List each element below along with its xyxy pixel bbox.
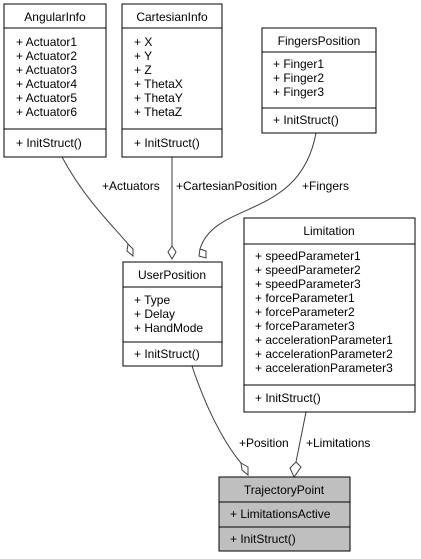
- aggregation-diamond-cartesian: [167, 245, 177, 261]
- attr-z: + Z: [134, 63, 152, 77]
- aggregation-diamond-limitations: [289, 461, 302, 479]
- attr-accelerationparameter3: + accelerationParameter3: [255, 361, 393, 375]
- class-name-fingersposition: FingersPosition: [278, 34, 361, 48]
- class-name-limitation: Limitation: [303, 224, 354, 238]
- attr-speedparameter2: + speedParameter2: [255, 263, 361, 277]
- class-trajectorypoint[interactable]: TrajectoryPoint + LimitationsActive + In…: [218, 476, 351, 552]
- class-fingersposition[interactable]: FingersPosition + Finger1 + Finger2 + Fi…: [261, 27, 377, 134]
- attr-actuator2: + Actuator2: [16, 49, 77, 63]
- attr-thetay: + ThetaY: [134, 91, 183, 105]
- attr-actuator5: + Actuator5: [16, 91, 77, 105]
- attr-thetaz: + ThetaZ: [134, 105, 182, 119]
- class-name-userposition: UserPosition: [138, 268, 206, 282]
- attr-forceparameter3: + forceParameter3: [255, 319, 355, 333]
- edge-label-fingers: +Fingers: [302, 179, 349, 193]
- attr-limitationsactive: + LimitationsActive: [230, 507, 331, 521]
- method-initstruct-angularinfo: + InitStruct(): [16, 136, 82, 150]
- attr-actuator3: + Actuator3: [16, 63, 77, 77]
- attr-y: + Y: [134, 49, 152, 63]
- attr-accelerationparameter1: + accelerationParameter1: [255, 333, 393, 347]
- class-name-trajectorypoint: TrajectoryPoint: [244, 483, 325, 497]
- attr-speedparameter1: + speedParameter1: [255, 249, 361, 263]
- aggregation-diamond-position: [240, 462, 249, 477]
- edge-label-position: +Position: [239, 436, 289, 450]
- attr-type: + Type: [134, 293, 170, 307]
- attr-speedparameter3: + speedParameter3: [255, 277, 361, 291]
- class-limitation[interactable]: Limitation + speedParameter1 + speedPara…: [243, 217, 416, 413]
- class-name-angularinfo: AngularInfo: [24, 10, 86, 24]
- method-initstruct-userposition: + InitStruct(): [134, 347, 200, 361]
- attr-actuator6: + Actuator6: [16, 105, 77, 119]
- edge-label-actuators: +Actuators: [102, 179, 160, 193]
- aggregation-diamond-fingers: [198, 248, 207, 259]
- aggregation-diamond-actuators: [126, 242, 134, 258]
- class-name-cartesianinfo: CartesianInfo: [136, 10, 208, 24]
- class-angularinfo[interactable]: AngularInfo + Actuator1 + Actuator2 + Ac…: [3, 3, 107, 158]
- attr-finger2: + Finger2: [273, 71, 324, 85]
- attr-x: + X: [134, 35, 152, 49]
- attr-actuator4: + Actuator4: [16, 77, 77, 91]
- attr-forceparameter1: + forceParameter1: [255, 291, 355, 305]
- attr-delay: + Delay: [134, 307, 175, 321]
- attr-handmode: + HandMode: [134, 321, 203, 335]
- method-initstruct-trajectorypoint: + InitStruct(): [230, 532, 296, 546]
- attr-forceparameter2: + forceParameter2: [255, 305, 355, 319]
- edge-fingers: [199, 132, 317, 250]
- class-cartesianinfo[interactable]: CartesianInfo + X + Y + Z + ThetaX + The…: [121, 3, 223, 158]
- edge-label-cartesian: +CartesianPosition: [176, 179, 277, 193]
- edge-position: [191, 365, 242, 464]
- attr-finger1: + Finger1: [273, 57, 324, 71]
- method-initstruct-cartesianinfo: + InitStruct(): [134, 136, 200, 150]
- edge-label-limitations: +Limitations: [306, 436, 370, 450]
- edge-actuators: [61, 156, 129, 245]
- edge-limitations: [295, 411, 307, 463]
- attr-actuator1: + Actuator1: [16, 35, 77, 49]
- method-initstruct-limitation: + InitStruct(): [255, 391, 321, 405]
- attr-thetax: + ThetaX: [134, 77, 183, 91]
- attr-finger3: + Finger3: [273, 85, 324, 99]
- class-userposition[interactable]: UserPosition + Type + Delay + HandMode +…: [122, 261, 223, 367]
- method-initstruct-fingersposition: + InitStruct(): [273, 113, 339, 127]
- attr-accelerationparameter2: + accelerationParameter2: [255, 347, 393, 361]
